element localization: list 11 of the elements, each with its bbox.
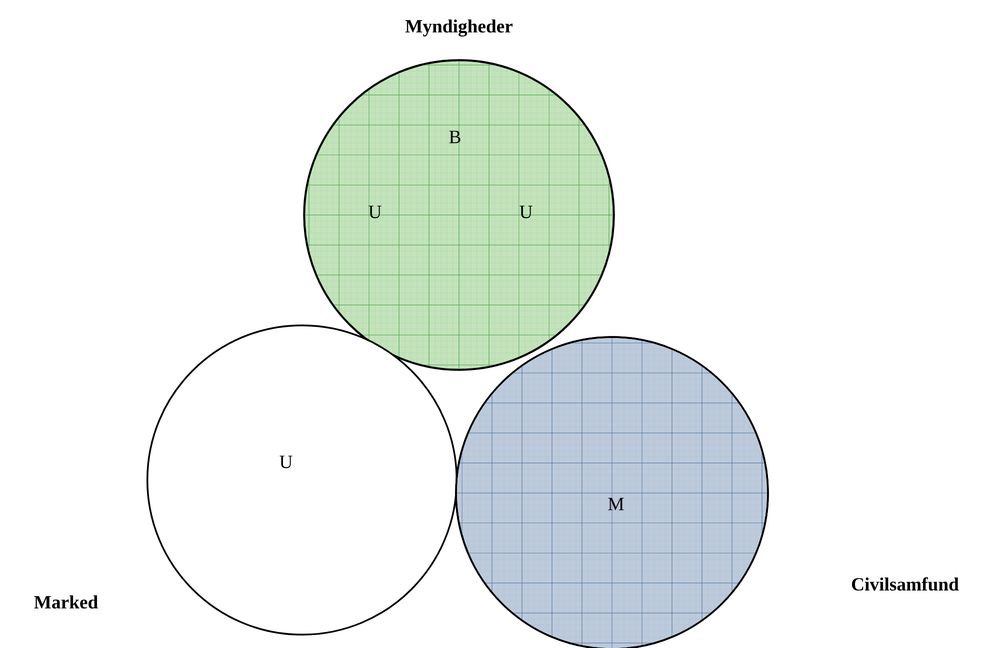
circle [146,324,458,636]
circle-letter: U [368,206,382,218]
circle-heading: Myndigheder [405,19,513,37]
circle-letter: M [608,498,624,510]
circle-letter: U [280,456,292,468]
grid-circle [455,336,769,648]
circle-letter: U [520,206,532,218]
grid-circle [303,59,615,371]
circle-heading: Marked [34,595,98,609]
circle-heading: Civilsamfund [852,577,959,591]
circle-letter: B [449,130,460,144]
